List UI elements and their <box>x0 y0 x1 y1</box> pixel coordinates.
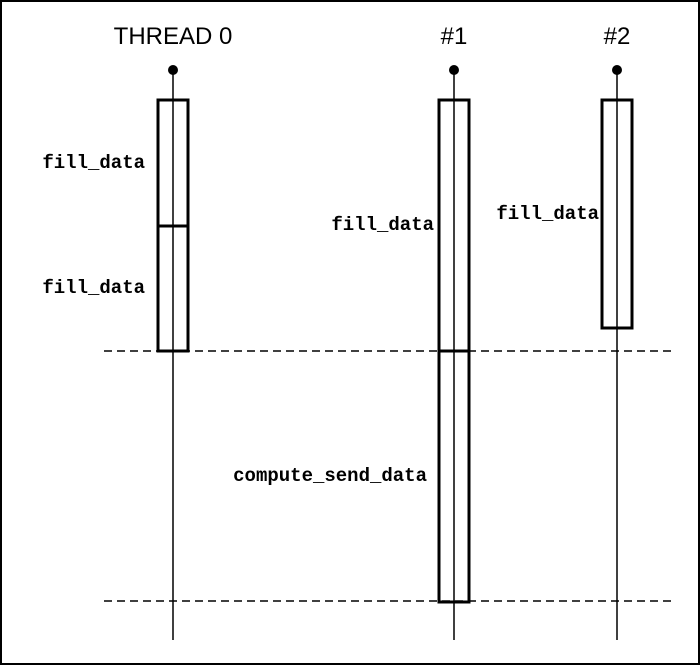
task-box-thread-0-fill-data-2 <box>156 224 190 353</box>
task-label-thread-1-fill-data: fill_data <box>331 214 434 236</box>
task-box-thread-2-fill-data <box>600 98 634 330</box>
thread-0-label: THREAD 0 <box>114 23 233 50</box>
thread-2-start-dot <box>612 65 622 75</box>
thread-1-label: #1 <box>441 23 468 50</box>
task-label-thread-0-fill-data-1: fill_data <box>42 152 145 174</box>
thread-0-start-dot <box>168 65 178 75</box>
task-label-thread-2-fill-data: fill_data <box>496 203 599 225</box>
thread-1-start-dot <box>449 65 459 75</box>
thread-2-label: #2 <box>604 23 631 50</box>
task-label-thread-0-fill-data-2: fill_data <box>42 277 145 299</box>
task-box-thread-1-compute-send-data <box>437 349 471 604</box>
task-label-thread-1-compute-send-data: compute_send_data <box>233 465 427 487</box>
